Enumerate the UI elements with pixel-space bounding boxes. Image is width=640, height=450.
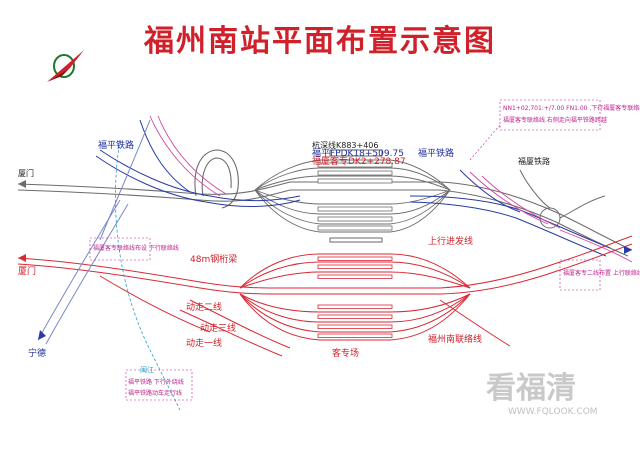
pink-tracks <box>149 115 633 263</box>
liaison-label: 福州南联络线 <box>428 333 482 345</box>
fuping-blue-tracks <box>95 119 611 257</box>
passenger-red-tracks <box>17 235 633 357</box>
watermark-url: WWW.FQLOOK.COM <box>508 407 598 417</box>
km-marker-2: 福平FPDK18+509.75 <box>312 147 404 159</box>
xiamen-mid-label: 厦门 <box>18 265 36 277</box>
km-marker-1: 杭深线K883+406 <box>312 140 379 150</box>
note-bottom-left: 福平铁路 下行外绕线 <box>128 378 184 386</box>
station-building <box>329 149 383 243</box>
km-marker-3: 福厦客专DK2+278.87 <box>312 155 406 167</box>
xiamen-top-label: 厦门 <box>18 168 34 178</box>
wenfu-label: 福厦铁路 <box>518 156 550 166</box>
top-station-tracks <box>254 159 451 233</box>
line3-label: 动走三线 <box>200 322 236 334</box>
uplink-label: 上行进发线 <box>428 235 473 247</box>
lower-left-lines <box>37 119 151 345</box>
minjiang-label: 闽江 <box>140 366 154 374</box>
watermark-text: 看福清 <box>486 371 576 406</box>
note-top-right: NN1+02,701:+/7.00 FN1.00 .下行福厦客专联络线NN10.… <box>503 104 640 112</box>
diagram-title: 福州南站平面布置示意图 <box>144 24 496 59</box>
right-loop <box>519 169 606 229</box>
north-arrow-icon <box>47 50 84 82</box>
flyover-loop <box>194 149 239 209</box>
fuping-right-label: 福平铁路 <box>418 147 454 159</box>
note-mid-right: 福厦客专联络线.右侧走向福平铁路跨越 <box>503 116 607 124</box>
ganzhou-label: 宁德 <box>28 347 46 359</box>
passenger-label: 客专场 <box>332 347 359 359</box>
line1-label: 动走一线 <box>186 337 222 349</box>
note-left-mid: 福厦客专联络线布设 下行联络线 <box>93 244 179 252</box>
bridge-label: 48m钢桁梁 <box>190 253 237 265</box>
top-station-platforms <box>317 162 393 231</box>
line2-label: 动走二线 <box>186 301 222 313</box>
watermark-logo: 看福清 WWW.FQLOOK.COM <box>486 371 598 417</box>
note-right-low: 福厦客专二线布置 上行联络线规划 <box>563 269 640 277</box>
note-bottom-left2: 福平铁路动车走行线 <box>128 389 182 397</box>
passenger-platforms <box>317 256 393 338</box>
annotation-leaders <box>89 99 601 401</box>
direction-arrows <box>18 180 632 340</box>
river-line <box>115 139 181 411</box>
fuping-left-label: 福平铁路 <box>98 139 134 151</box>
